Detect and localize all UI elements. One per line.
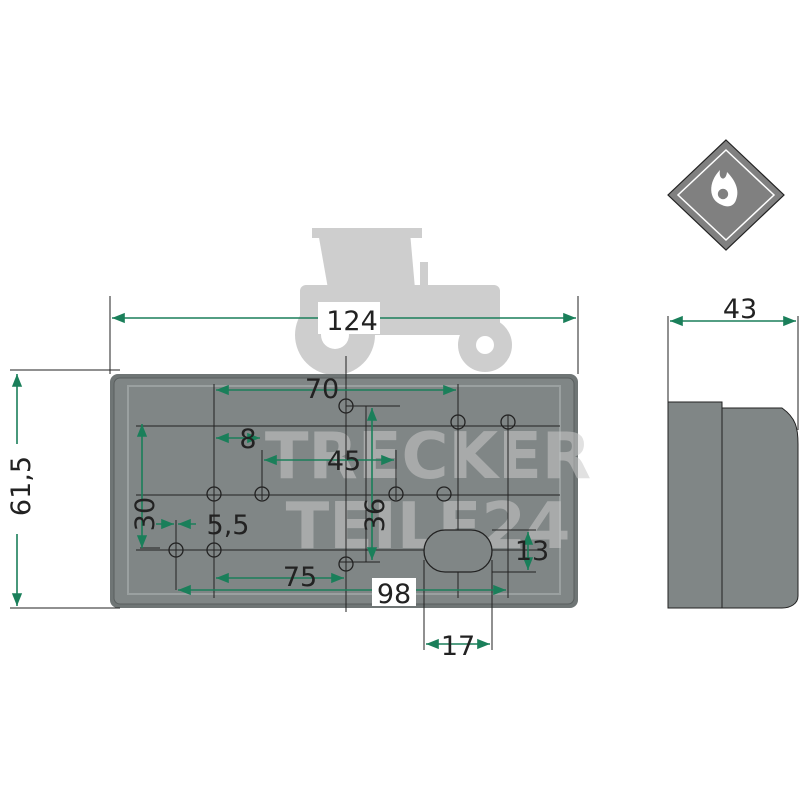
dim-width-label: 124: [326, 306, 378, 337]
dim-13-label: 13: [515, 536, 549, 567]
dim-75-label: 75: [283, 562, 317, 593]
hole: [500, 414, 516, 430]
flammable-hazard-icon: [667, 139, 785, 251]
hole: [436, 486, 452, 502]
dim-8-label: 8: [239, 424, 256, 455]
hole: [206, 542, 222, 558]
dim-98-label: 98: [377, 579, 411, 610]
dim-17-label: 17: [441, 631, 475, 662]
dim-height-label: 61,5: [6, 456, 37, 516]
hole: [338, 398, 354, 414]
dim-30-label: 30: [130, 497, 161, 531]
dim-36-label: 36: [360, 498, 391, 532]
dim-5-5-label: 5,5: [207, 510, 250, 541]
hole: [206, 486, 222, 502]
lamp-side-view: 43: [667, 294, 799, 609]
extension-lines: [10, 296, 579, 609]
watermark-line-1: TRECKER: [265, 420, 591, 494]
hole: [168, 542, 184, 558]
dim-45-label: 45: [327, 446, 361, 477]
hole: [254, 486, 270, 502]
hole: [388, 486, 404, 502]
mounting-holes: [168, 398, 516, 572]
cable-slot: [423, 529, 536, 650]
tractor-icon: [295, 228, 512, 375]
dim-70-label: 70: [305, 374, 339, 405]
hole: [450, 414, 466, 430]
hole: [338, 556, 354, 572]
dim-depth-label: 43: [723, 294, 757, 325]
dimension-labels: 124 61,5 70 8 45 30 5,5 36 13 75 98 17: [2, 302, 549, 662]
